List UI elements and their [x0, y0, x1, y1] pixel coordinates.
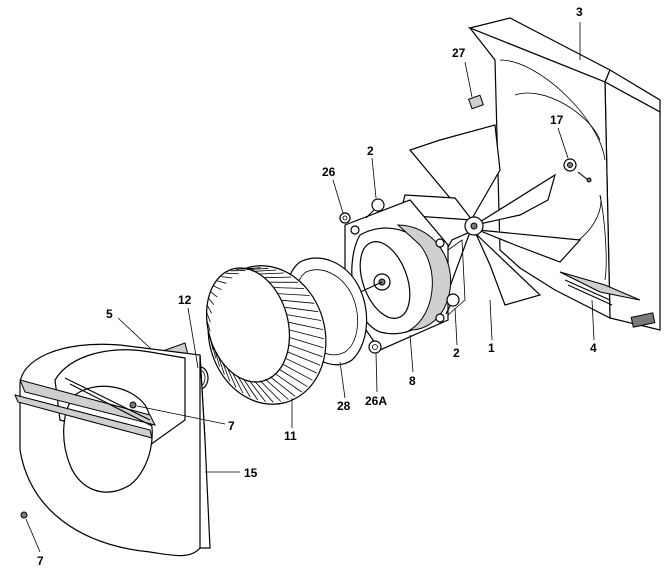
- part-17-screw: [563, 158, 592, 183]
- callout-28: 28: [337, 399, 351, 413]
- blower-vane: [222, 362, 231, 382]
- part-7-screw-upper: [129, 401, 137, 409]
- blower-vane: [208, 298, 215, 306]
- callout-7-upper: 7: [228, 419, 235, 433]
- part-2-screw-upper: [365, 198, 385, 219]
- blower-vane: [281, 299, 315, 304]
- callout-2-upper: 2: [367, 144, 374, 158]
- callout-5: 5: [106, 307, 113, 321]
- blower-vane: [259, 380, 282, 402]
- part-8-motor: [344, 199, 466, 351]
- part-7-screw-lower: [20, 511, 28, 519]
- blower-vane: [265, 378, 289, 400]
- part-2-screw-lower: [445, 293, 460, 315]
- callout-12: 12: [178, 293, 192, 307]
- blower-vane: [254, 380, 274, 403]
- part-27-clip: [468, 94, 484, 110]
- blower-vane: [217, 280, 227, 284]
- callout-1: 1: [488, 341, 495, 355]
- part-3-fan-housing: [468, 17, 661, 331]
- part-26-washer: [339, 212, 351, 224]
- callout-11: 11: [284, 429, 297, 443]
- blower-vane: [206, 305, 212, 314]
- blower-vane: [241, 267, 261, 270]
- blower-vane: [277, 293, 310, 296]
- callout-7-lower: 7: [37, 554, 44, 568]
- blower-vane: [273, 287, 305, 289]
- blower-vane: [278, 368, 308, 388]
- blower-vane: [206, 319, 211, 332]
- callout-17: 17: [550, 113, 564, 127]
- blower-vane: [270, 376, 296, 397]
- blower-vane: [248, 380, 266, 402]
- blower-vane: [258, 272, 284, 275]
- blower-vane: [218, 356, 225, 375]
- callout-26: 26: [322, 165, 336, 179]
- callout-8: 8: [409, 374, 416, 388]
- blower-vane: [242, 378, 259, 401]
- blower-vane: [289, 337, 324, 349]
- blower-vane: [287, 351, 321, 366]
- blower-vane: [213, 285, 222, 291]
- callout-15: 15: [244, 466, 258, 480]
- blower-vane: [221, 276, 233, 279]
- callout-26A: 26A: [365, 394, 387, 408]
- blower-vane: [252, 269, 277, 272]
- blower-vane: [286, 314, 322, 321]
- blower-vane: [288, 321, 324, 330]
- callout-4: 4: [590, 341, 597, 355]
- leader-lines: [25, 22, 595, 553]
- blower-vane: [206, 312, 211, 323]
- blower-vane: [237, 375, 251, 398]
- blower-vane: [226, 367, 237, 388]
- callout-27: 27: [452, 46, 466, 60]
- part-1-fan-blade: [399, 124, 582, 306]
- blower-vane: [282, 363, 313, 381]
- blower-vane: [288, 344, 323, 358]
- callout-2-lower: 2: [453, 346, 460, 360]
- blower-vane: [274, 373, 302, 393]
- blower-vane: [289, 329, 324, 340]
- blower-vane: [285, 357, 317, 374]
- part-15-blower-housing: [14, 343, 211, 557]
- blower-vane: [232, 372, 244, 394]
- blower-vane: [284, 306, 319, 313]
- blower-vane: [263, 276, 292, 279]
- callout-3: 3: [576, 5, 583, 19]
- blower-vane: [210, 291, 218, 298]
- part-11-blower-wheel: [205, 265, 327, 405]
- part-26A-washer: [368, 340, 382, 354]
